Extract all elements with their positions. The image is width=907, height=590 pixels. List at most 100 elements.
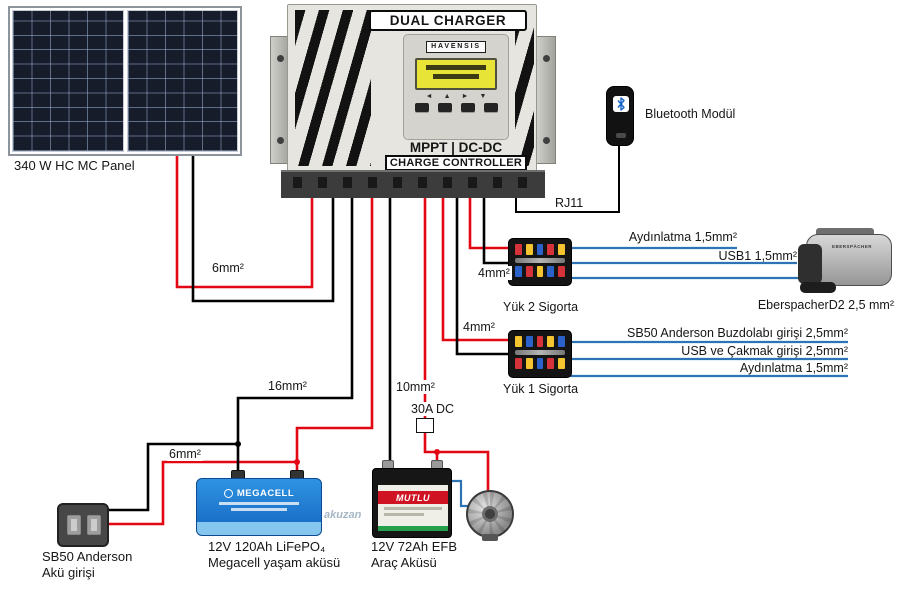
dc-fuse-label: 30A DC xyxy=(409,402,457,417)
brand-logo: HAVENSIS xyxy=(426,41,486,53)
load-label-aydinlatma-yuk1: Aydınlatma 1,5mm² xyxy=(739,361,848,375)
connector-contact xyxy=(87,515,101,535)
heater-brand: EBERSPÄCHER xyxy=(832,244,873,249)
lcd-display xyxy=(415,58,497,90)
fuse-box-yuk1-label: Yük 1 Sigorta xyxy=(503,382,579,396)
car-battery-caption-2: Araç Aküsü xyxy=(371,555,437,570)
positive-wires xyxy=(104,148,510,526)
wire-junctions xyxy=(235,441,440,465)
load-wires xyxy=(450,246,848,508)
fuse-icon xyxy=(525,336,533,347)
negative-wires xyxy=(104,148,510,512)
fuse-icon xyxy=(536,358,544,369)
battery-brand: MEGACELL xyxy=(236,488,295,499)
connector-contact xyxy=(67,515,81,535)
screw-icon xyxy=(277,137,284,144)
terminal-slots xyxy=(293,177,533,188)
rj11-cable xyxy=(515,140,620,213)
wire-gauge-yuk1: 4mm² xyxy=(461,320,497,335)
fuse-icon xyxy=(525,358,533,369)
anderson-connector xyxy=(57,503,109,547)
controller-display-panel: HAVENSIS ◄ ▲ ► ▼ xyxy=(403,34,509,140)
controller-title: DUAL CHARGER xyxy=(369,10,527,31)
fuse-box-yuk2 xyxy=(508,238,572,286)
diesel-heater: EBERSPÄCHER xyxy=(796,226,896,296)
car-battery-caption-1: 12V 72Ah EFB xyxy=(371,539,457,554)
lcd-text-line xyxy=(425,65,487,70)
wire-gauge-yuk2: 4mm² xyxy=(476,266,512,281)
fuse-icon xyxy=(515,266,522,277)
heater-duct xyxy=(800,282,836,293)
solar-panel-right xyxy=(126,10,238,152)
load-label-usb1: USB1 1,5mm² xyxy=(718,249,798,263)
heater-intake xyxy=(798,244,822,284)
fuse-icon xyxy=(558,266,565,277)
panel-button xyxy=(483,103,498,112)
alternator xyxy=(466,490,516,541)
panel-button xyxy=(460,103,475,112)
fuse-icon xyxy=(547,358,555,369)
fuse-icon xyxy=(558,244,565,255)
screw-icon xyxy=(277,55,284,62)
screw-icon xyxy=(543,55,550,62)
fuse-row xyxy=(515,336,565,347)
battery-bottom-band xyxy=(197,522,321,535)
wire-gauge-anderson: 6mm² xyxy=(167,447,203,462)
module-button xyxy=(616,133,626,138)
bus-bar xyxy=(515,350,565,355)
bluetooth-label: Bluetooth Modül xyxy=(645,107,736,121)
solar-panel-label: 340 W HC MC Panel xyxy=(14,158,135,173)
fuse-icon xyxy=(515,244,522,255)
fuse-icon xyxy=(547,336,555,347)
controller-title-text: DUAL CHARGER xyxy=(389,13,507,28)
fuse-icon xyxy=(515,358,522,369)
wire-gauge-car-battery: 10mm² xyxy=(394,380,437,395)
decorative-stripes-right xyxy=(515,10,534,166)
terminal-strip xyxy=(281,170,545,198)
lifepo4-caption-2: Megacell yaşam aküsü xyxy=(208,555,341,570)
car-battery: MUTLU xyxy=(372,458,454,540)
fuse-box-yuk2-label: Yük 2 Sigorta xyxy=(503,300,579,314)
panel-buttons xyxy=(404,103,508,112)
arrow-left-icon: ◄ xyxy=(425,93,433,100)
load-label-aydinlatma-yuk2: Aydınlatma 1,5mm² xyxy=(628,230,737,244)
fuse-icon xyxy=(536,336,544,347)
dc-inline-fuse xyxy=(416,418,434,433)
battery-brand-row: MEGACELL xyxy=(197,488,321,499)
alternator-pulley xyxy=(482,506,498,522)
solar-panel-left xyxy=(12,10,124,152)
load-label-buzdolabi: SB50 Anderson Buzdolabı girişi 2,5mm² xyxy=(627,326,848,340)
arrow-right-icon: ► xyxy=(461,93,469,100)
fuse-row xyxy=(515,266,565,277)
label-text-line xyxy=(219,502,299,505)
bluetooth-icon xyxy=(613,96,629,112)
wire-gauge-life-battery: 16mm² xyxy=(266,379,309,394)
lifepo4-battery: MEGACELL xyxy=(196,468,324,538)
arrow-down-icon: ▼ xyxy=(479,93,487,100)
fuse-icon xyxy=(536,266,544,277)
panel-button xyxy=(437,103,452,112)
charge-controller: DUAL CHARGER HAVENSIS ◄ ▲ ► ▼ xyxy=(270,4,556,200)
fuse-icon xyxy=(515,336,522,347)
solar-panel xyxy=(8,6,242,156)
controller-body: DUAL CHARGER HAVENSIS ◄ ▲ ► ▼ xyxy=(287,4,537,172)
battery-watermark: akuzan xyxy=(324,509,362,521)
battery-brand: MUTLU xyxy=(378,491,448,504)
fuse-box-yuk1 xyxy=(508,330,572,378)
label-text-line xyxy=(384,513,424,516)
fuse-icon xyxy=(547,244,555,255)
nav-arrows: ◄ ▲ ► ▼ xyxy=(404,93,508,100)
label-text-line xyxy=(231,508,287,511)
fuse-icon xyxy=(525,244,533,255)
panel-button xyxy=(414,103,429,112)
fuse-row xyxy=(515,244,565,255)
fuse-icon xyxy=(558,358,565,369)
screw-icon xyxy=(543,137,550,144)
controller-name-label: CHARGE CONTROLLER xyxy=(385,155,527,171)
load-label-eberspacher: EberspacherD2 2,5 mm² xyxy=(757,298,894,312)
bluetooth-module xyxy=(606,86,634,146)
fuse-icon xyxy=(547,266,555,277)
fuse-icon xyxy=(536,244,544,255)
